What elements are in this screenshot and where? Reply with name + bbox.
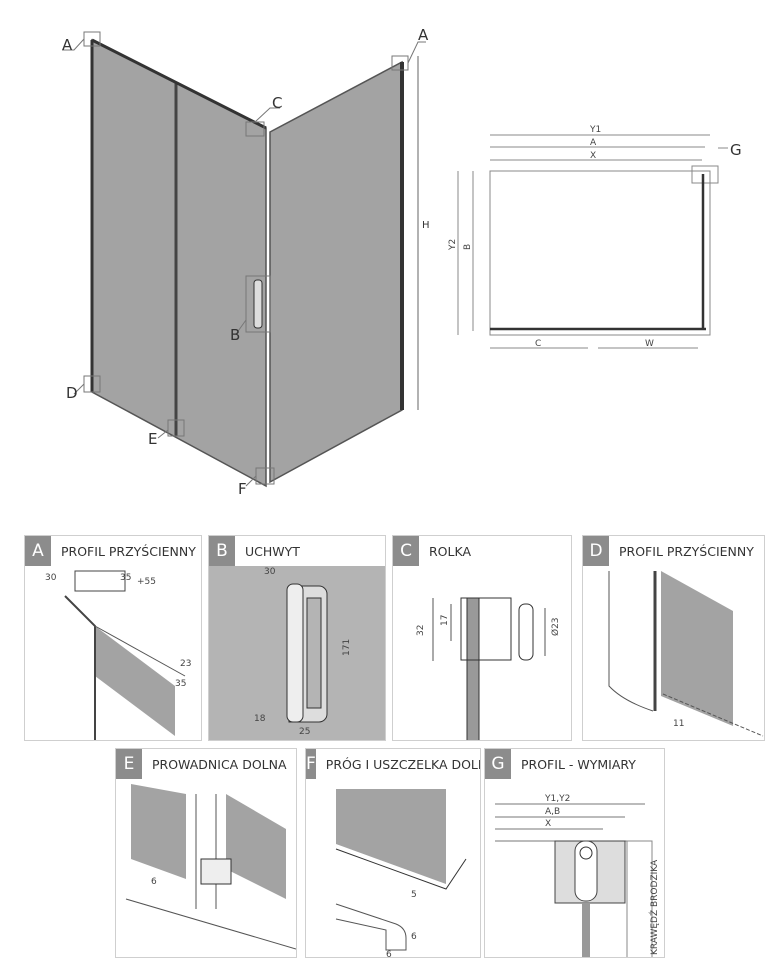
svg-text:+55: +55 [137, 577, 156, 587]
svg-text:6: 6 [386, 950, 392, 958]
marker-g: G [730, 141, 742, 159]
panel-title: ROLKA [429, 543, 472, 559]
panel-title: UCHWYT [245, 543, 300, 559]
dim-w: W [645, 339, 654, 349]
marker-d: D [66, 384, 78, 402]
dim-c: C [535, 339, 541, 349]
panel-title: PROFIL - WYMIARY [521, 756, 636, 772]
detail-panel-c: C ROLKA 32 17 Ø23 [392, 535, 572, 741]
marker-b: B [230, 326, 241, 344]
marker-f: F [238, 480, 247, 498]
marker-e: E [148, 430, 158, 448]
dim-ab: A,B [545, 807, 560, 817]
panel-title: PROFIL PRZYŚCIENNY [61, 543, 196, 559]
marker-c: C [272, 94, 283, 112]
panel-letter: B [209, 536, 235, 566]
svg-text:171: 171 [342, 639, 352, 656]
svg-text:17: 17 [440, 615, 450, 626]
marker-a-right: A [418, 26, 429, 44]
panel-letter: G [485, 749, 511, 779]
svg-text:Ø23: Ø23 [550, 617, 561, 636]
dim-y1y2: Y1,Y2 [544, 794, 570, 804]
panel-letter: A [25, 536, 51, 566]
panel-letter: D [583, 536, 609, 566]
height-label: H [422, 220, 430, 231]
enclosure-3d-view [62, 31, 426, 488]
svg-text:6: 6 [151, 877, 157, 887]
dim-a: A [590, 138, 597, 148]
svg-text:6: 6 [411, 932, 417, 942]
svg-text:35: 35 [175, 679, 186, 689]
handle [253, 279, 263, 329]
panel-title: PROWADNICA DOLNA [152, 756, 287, 772]
svg-text:18: 18 [254, 714, 266, 724]
edge-label: KRAWĘDŹ BRODZIKA [648, 859, 660, 955]
dim-x: X [590, 151, 596, 161]
detail-panel-e: E PROWADNICA DOLNA 6 [115, 748, 297, 958]
svg-text:30: 30 [264, 567, 276, 577]
svg-text:35: 35 [120, 573, 131, 583]
right-glass-panel [269, 60, 403, 484]
svg-text:25: 25 [299, 727, 310, 737]
detail-panel-b: B UCHWYT 30 171 18 25 [208, 535, 386, 741]
dim-y2: Y2 [448, 239, 458, 251]
svg-text:30: 30 [45, 573, 57, 583]
svg-text:23: 23 [180, 659, 191, 669]
panel-letter: E [116, 749, 142, 779]
dim-x: X [545, 819, 551, 829]
panel-title: PRÓG I USZCZELKA DOLNA [325, 756, 481, 772]
svg-text:11: 11 [673, 719, 684, 729]
dim-b: B [463, 244, 473, 250]
detail-panel-f: F PRÓG I USZCZELKA DOLNA 5 6 6 [305, 748, 481, 958]
svg-text:5: 5 [411, 890, 417, 900]
left-glass-panel [91, 38, 267, 488]
panel-letter: F [306, 749, 316, 779]
marker-a-left: A [62, 36, 73, 54]
detail-panel-d: D PROFIL PRZYŚCIENNY 11 [582, 535, 765, 741]
svg-text:32: 32 [416, 625, 426, 636]
panel-title: PROFIL PRZYŚCIENNY [619, 543, 754, 559]
dim-y1: Y1 [589, 125, 601, 135]
plan-view: Y1 A X Y2 B C W G [448, 125, 742, 349]
panel-letter: C [393, 536, 419, 566]
